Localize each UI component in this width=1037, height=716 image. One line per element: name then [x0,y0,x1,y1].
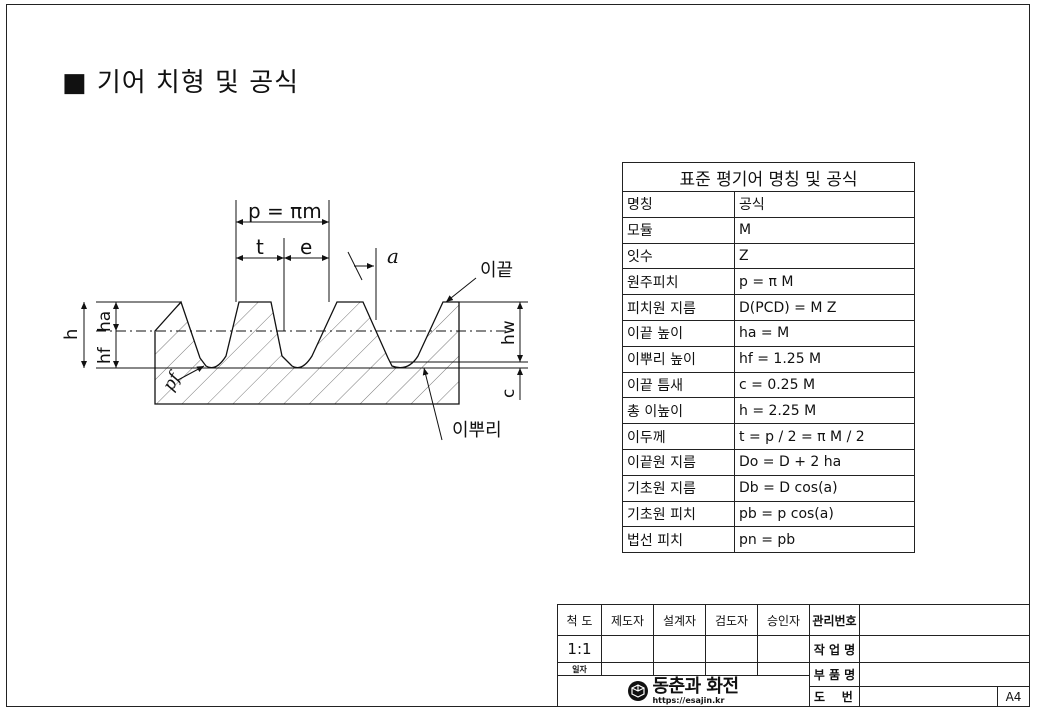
ha-label: ha [95,311,115,332]
date-label: 일자 [557,662,601,675]
formula-cell: h = 2.25 M [734,397,915,425]
scale-value: 1:1 [557,635,601,662]
header-name: 명칭 [622,191,735,218]
formula-cell: c = 0.25 M [734,371,915,399]
date-cell-3 [705,662,757,675]
gear-rack-body [154,300,460,405]
formula-cell: ha = M [734,319,915,347]
hw-label: hw [499,320,519,345]
formula-cell: p = π M [734,268,915,296]
designer-sign [653,635,705,662]
cube-logo-icon [628,681,649,701]
mgmt-no-label: 관리번호 [809,604,859,635]
term-cell: 이끝 틈새 [622,371,735,399]
mgmt-no-value [859,604,1030,635]
t-label: t [256,235,264,259]
checker-label: 검도자 [705,604,757,635]
formula-cell: t = p / 2 = π M / 2 [734,423,915,450]
approver-sign [757,635,809,662]
drawing-frame [6,4,1030,707]
title-block: 척 도 제도자 설계자 검도자 승인자 관리번호 1:1 작 업 명 일자 부 … [557,604,1030,707]
header-formula: 공식 [734,191,915,218]
drafter-label: 제도자 [601,604,653,635]
term-cell: 기초원 지름 [622,474,735,502]
pitch-label: p = πm [248,199,322,223]
formula-cell: pn = pb [734,526,915,554]
e-label: e [300,235,312,259]
formula-cell: Do = D + 2 ha [734,448,915,476]
paper-size: A4 [997,686,1030,707]
formula-cell: hf = 1.25 M [734,345,915,373]
part-name-label: 부 품 명 [809,662,859,686]
formula-cell: Db = D cos(a) [734,474,915,502]
date-cell-1 [601,662,653,675]
formula-cell: D(PCD) = M Z [734,294,915,321]
term-cell: 원주피치 [622,268,735,296]
table-header-row: 명칭 공식 [622,191,915,218]
term-cell: 총 이높이 [622,397,735,425]
drawing-no-value [859,686,997,707]
c-label: c [499,389,519,398]
logo-area: 동춘과 화전 https://esajin.kr [557,675,809,707]
formula-cell: M [734,216,915,244]
gear-tooth-diagram: h ha hf hw c p = πm t e a 이끝 이뿌리 pf [61,199,528,441]
job-name-value [859,635,1030,662]
date-cell-4 [757,662,809,675]
logo-url: https://esajin.kr [652,695,725,705]
term-cell: 모듈 [622,216,735,244]
approver-label: 승인자 [757,604,809,635]
term-cell: 이두께 [622,423,735,450]
designer-label: 설계자 [653,604,705,635]
part-name-value [859,662,1030,686]
term-cell: 잇수 [622,242,735,270]
date-cell-2 [653,662,705,675]
term-cell: 이끝원 지름 [622,448,735,476]
angle-a-label: a [387,244,399,268]
term-cell: 기초원 피치 [622,500,735,528]
table-caption: 표준 평기어 명칭 및 공식 [622,162,915,192]
hf-label: hf [95,346,115,364]
scale-label: 척 도 [557,604,601,635]
page-title: ■ 기어 치형 및 공식 [62,68,300,98]
term-cell: 이끝 높이 [622,319,735,347]
formula-cell: Z [734,242,915,270]
root-label: 이뿌리 [452,420,502,441]
company-logo: 동춘과 화전 https://esajin.kr [628,675,739,705]
term-cell: 법선 피치 [622,526,735,554]
term-cell: 피치원 지름 [622,294,735,321]
logo-name: 동춘과 화전 [652,675,739,697]
tip-label: 이끝 [480,260,513,281]
term-cell: 이뿌리 높이 [622,345,735,373]
formula-cell: pb = p cos(a) [734,500,915,528]
drawing-no-label: 도 번 [809,686,859,707]
drafter-sign [601,635,653,662]
job-name-label: 작 업 명 [809,635,859,662]
checker-sign [705,635,757,662]
h-label: h [61,329,82,340]
